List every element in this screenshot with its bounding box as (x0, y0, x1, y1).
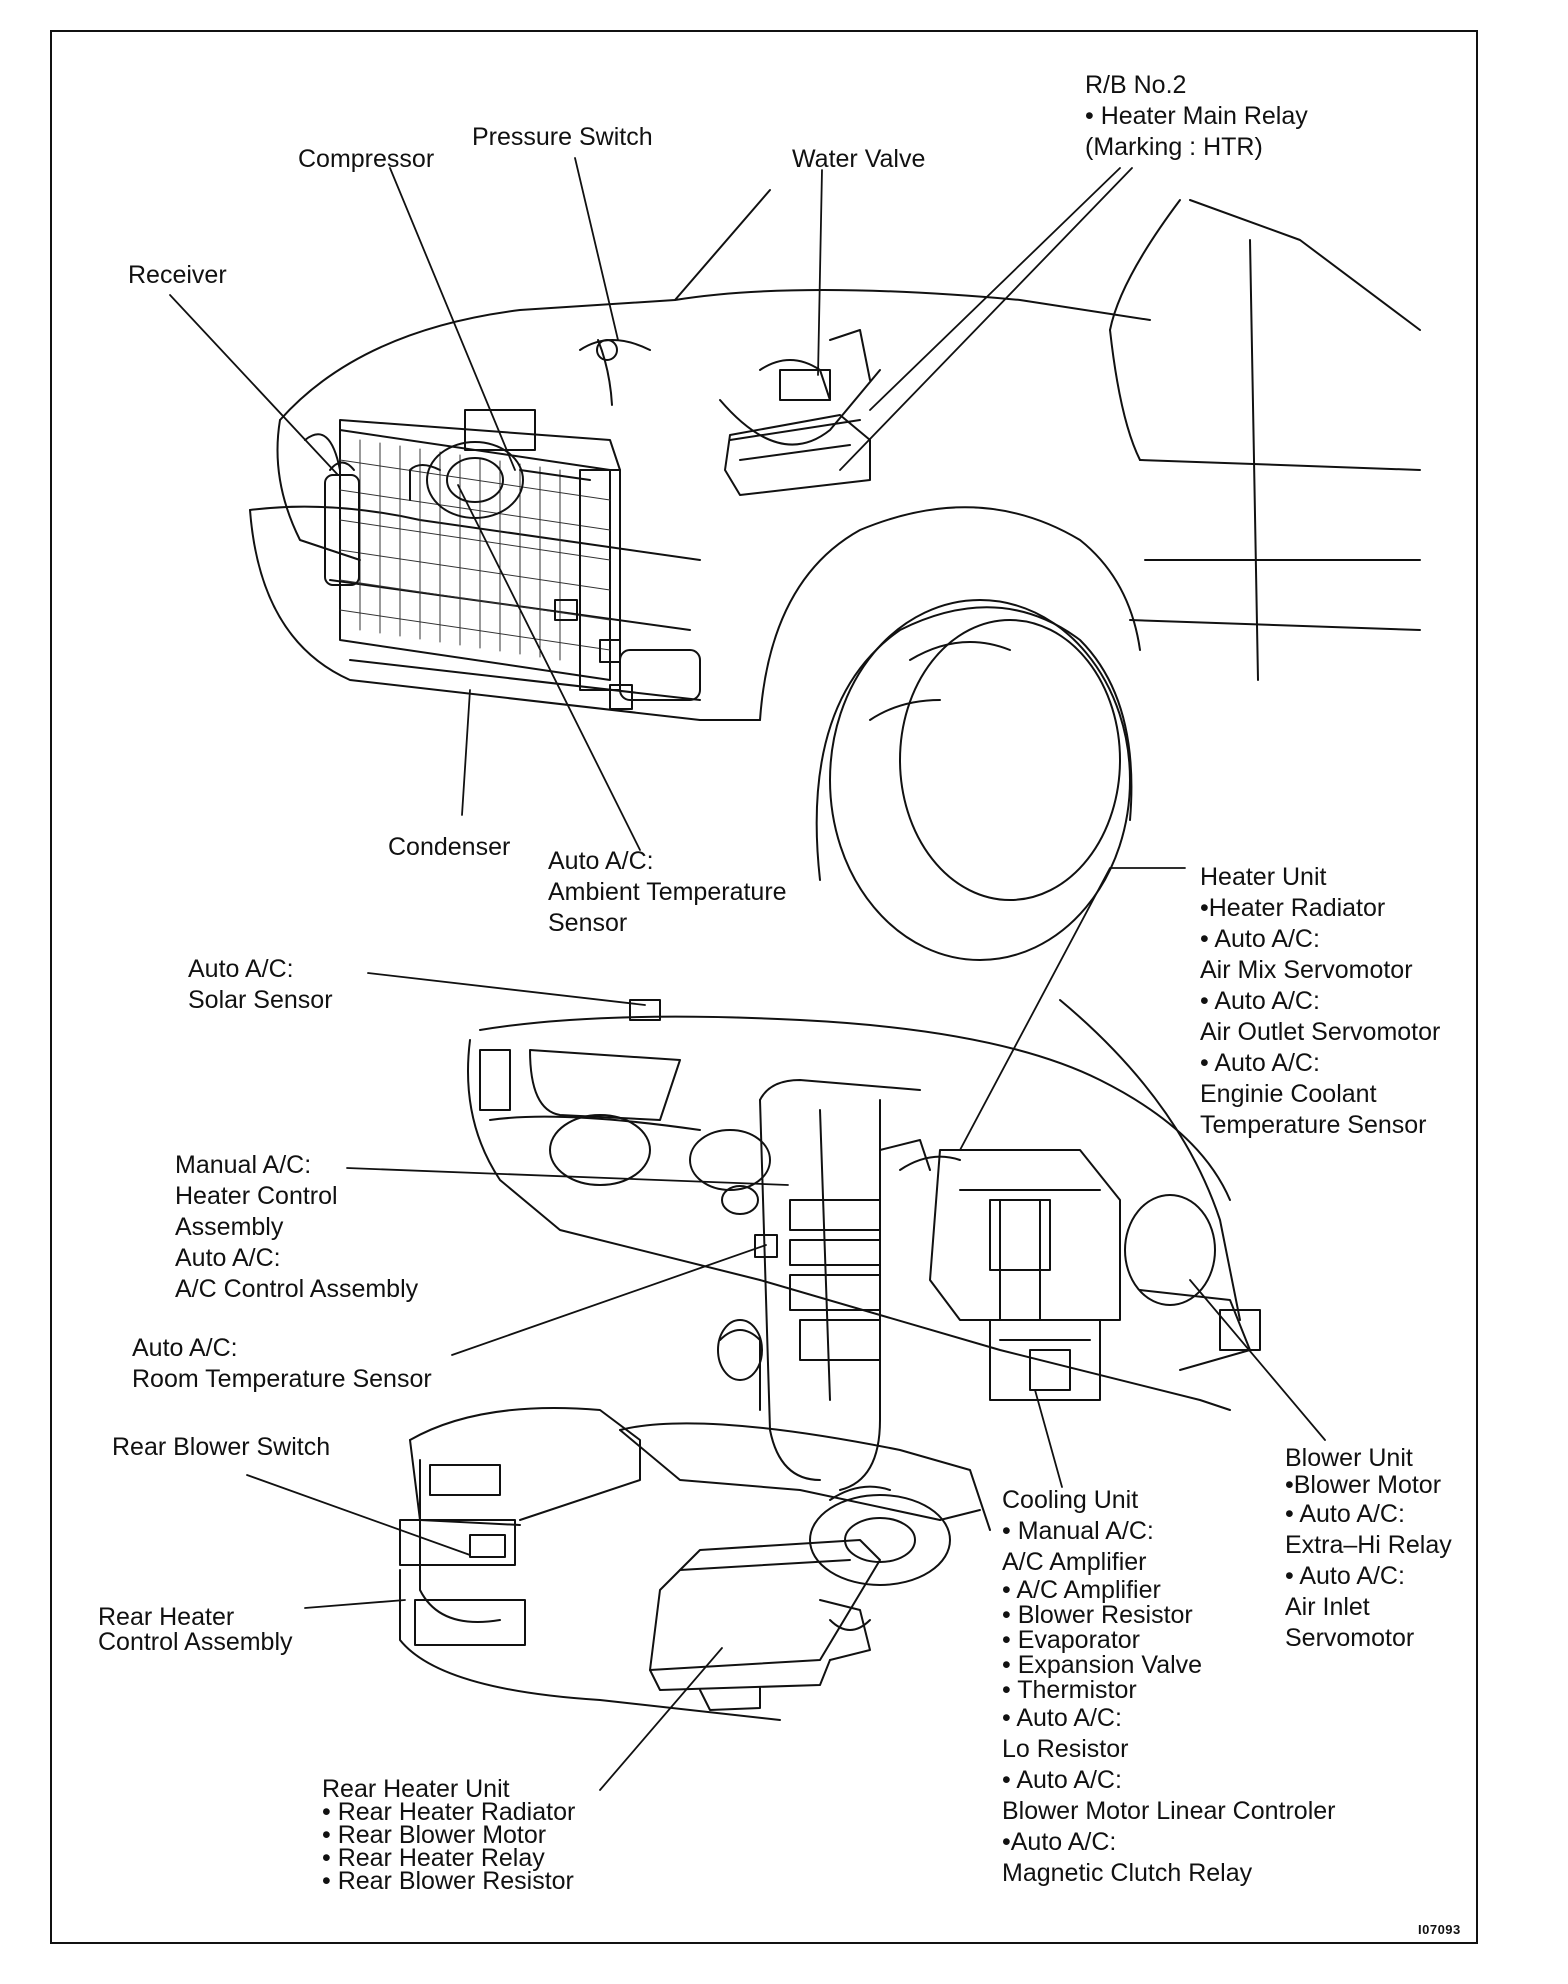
label-rear-blower-switch: Rear Blower Switch (112, 1432, 330, 1463)
label-rb-no2: R/B No.2 • Heater Main Relay (Marking : … (1085, 70, 1308, 163)
label-line: Heater Unit (1200, 863, 1327, 891)
label-line: • Heater Main Relay (1085, 102, 1308, 130)
label-condenser: Condenser (388, 832, 510, 863)
label-line: Extra–Hi Relay (1285, 1531, 1452, 1559)
label-line: Rear Heater (98, 1603, 235, 1631)
label-line: Air Inlet (1285, 1593, 1370, 1621)
label-line: • Auto A/C: (1285, 1500, 1405, 1528)
label-line: Enginie Coolant (1200, 1080, 1377, 1108)
figure-frame (50, 30, 1478, 1944)
label-line: Rear Heater Unit (322, 1775, 510, 1803)
label-line: Auto A/C: (188, 955, 294, 983)
label-line: • Rear Blower Motor (322, 1821, 547, 1849)
label-heater-unit: Heater Unit •Heater Radiator • Auto A/C:… (1200, 862, 1440, 1141)
label-rear-heater-unit: Rear Heater Unit • Rear Heater Radiator … (322, 1775, 576, 1895)
label-line: Servomotor (1285, 1624, 1415, 1652)
label-line: • Rear Blower Resistor (322, 1867, 574, 1895)
label-line: Air Outlet Servomotor (1200, 1018, 1441, 1046)
engine-compartment-components (324, 329, 871, 710)
label-pressure-switch: Pressure Switch (472, 122, 653, 153)
label-water-valve: Water Valve (792, 144, 925, 175)
label-blower-unit: Blower Unit •Blower Motor • Auto A/C: Ex… (1285, 1446, 1452, 1654)
label-line: •Heater Radiator (1200, 894, 1386, 922)
label-line: • Thermistor (1002, 1676, 1137, 1704)
label-compressor: Compressor (298, 144, 434, 175)
label-line: A/C Control Assembly (175, 1275, 419, 1303)
label-line: Lo Resistor (1002, 1735, 1129, 1763)
label-line: • Evaporator (1002, 1626, 1140, 1654)
label-line: • Auto A/C: (1200, 1049, 1320, 1077)
label-line: Magnetic Clutch Relay (1002, 1859, 1253, 1887)
label-line: Air Mix Servomotor (1200, 956, 1413, 984)
label-line: Sensor (548, 909, 628, 937)
label-line: A/C Amplifier (1002, 1548, 1147, 1576)
label-control-assembly: Manual A/C: Heater Control Assembly Auto… (175, 1150, 418, 1305)
label-line: Control Assembly (98, 1628, 293, 1656)
label-line: Rear Blower Switch (112, 1433, 331, 1461)
label-line: • Rear Heater Relay (322, 1844, 545, 1872)
label-line: Assembly (175, 1213, 284, 1241)
hvac-units-behind-dash (879, 1139, 1261, 1401)
label-line: Room Temperature Sensor (132, 1365, 432, 1393)
label-line: R/B No.2 (1085, 71, 1187, 99)
label-line: • Manual A/C: (1002, 1517, 1154, 1545)
label-line: Auto A/C: (548, 847, 654, 875)
leader-lines (169, 157, 1326, 1791)
label-line: Receiver (128, 261, 227, 289)
label-line: • Rear Heater Radiator (322, 1798, 576, 1826)
label-line: Auto A/C: (132, 1334, 238, 1362)
label-line: • Auto A/C: (1002, 1766, 1122, 1794)
label-line: • Expansion Valve (1002, 1651, 1203, 1679)
label-line: Ambient Temperature (548, 878, 787, 906)
label-ambient-temperature-sensor: Auto A/C: Ambient Temperature Sensor (548, 846, 787, 939)
dashboard-outline (399, 999, 1241, 1721)
label-line: Condenser (388, 833, 511, 861)
label-line: Blower Unit (1285, 1444, 1413, 1472)
truck-body-outline (249, 189, 1421, 961)
label-room-temperature-sensor: Auto A/C: Room Temperature Sensor (132, 1333, 432, 1395)
label-line: •Blower Motor (1285, 1471, 1442, 1499)
label-line: • Auto A/C: (1285, 1562, 1405, 1590)
label-line: • Auto A/C: (1002, 1704, 1122, 1732)
label-line: Auto A/C: (175, 1244, 281, 1272)
label-solar-sensor: Auto A/C: Solar Sensor (188, 954, 333, 1016)
label-rear-heater-control-assembly: Rear Heater Control Assembly (98, 1605, 293, 1655)
label-line: • Blower Resistor (1002, 1601, 1193, 1629)
label-line: Temperature Sensor (1200, 1111, 1427, 1139)
label-line: •Auto A/C: (1002, 1828, 1117, 1856)
label-line: • A/C Amplifier (1002, 1576, 1161, 1604)
label-line: Water Valve (792, 145, 926, 173)
label-line: Manual A/C: (175, 1151, 312, 1179)
label-line: (Marking : HTR) (1085, 133, 1263, 161)
label-line: Blower Motor Linear Controler (1002, 1797, 1336, 1825)
label-line: Pressure Switch (472, 123, 653, 151)
label-receiver: Receiver (128, 260, 227, 291)
label-line: Heater Control (175, 1182, 338, 1210)
label-cooling-unit: Cooling Unit • Manual A/C: A/C Amplifier… (1002, 1485, 1335, 1889)
label-line: Solar Sensor (188, 986, 333, 1014)
label-line: Compressor (298, 145, 435, 173)
rear-heater-unit-drawing (649, 1485, 981, 1711)
label-line: • Auto A/C: (1200, 925, 1320, 953)
label-line: Cooling Unit (1002, 1486, 1139, 1514)
figure-code: I07093 (1418, 1922, 1461, 1937)
label-line: • Auto A/C: (1200, 987, 1320, 1015)
